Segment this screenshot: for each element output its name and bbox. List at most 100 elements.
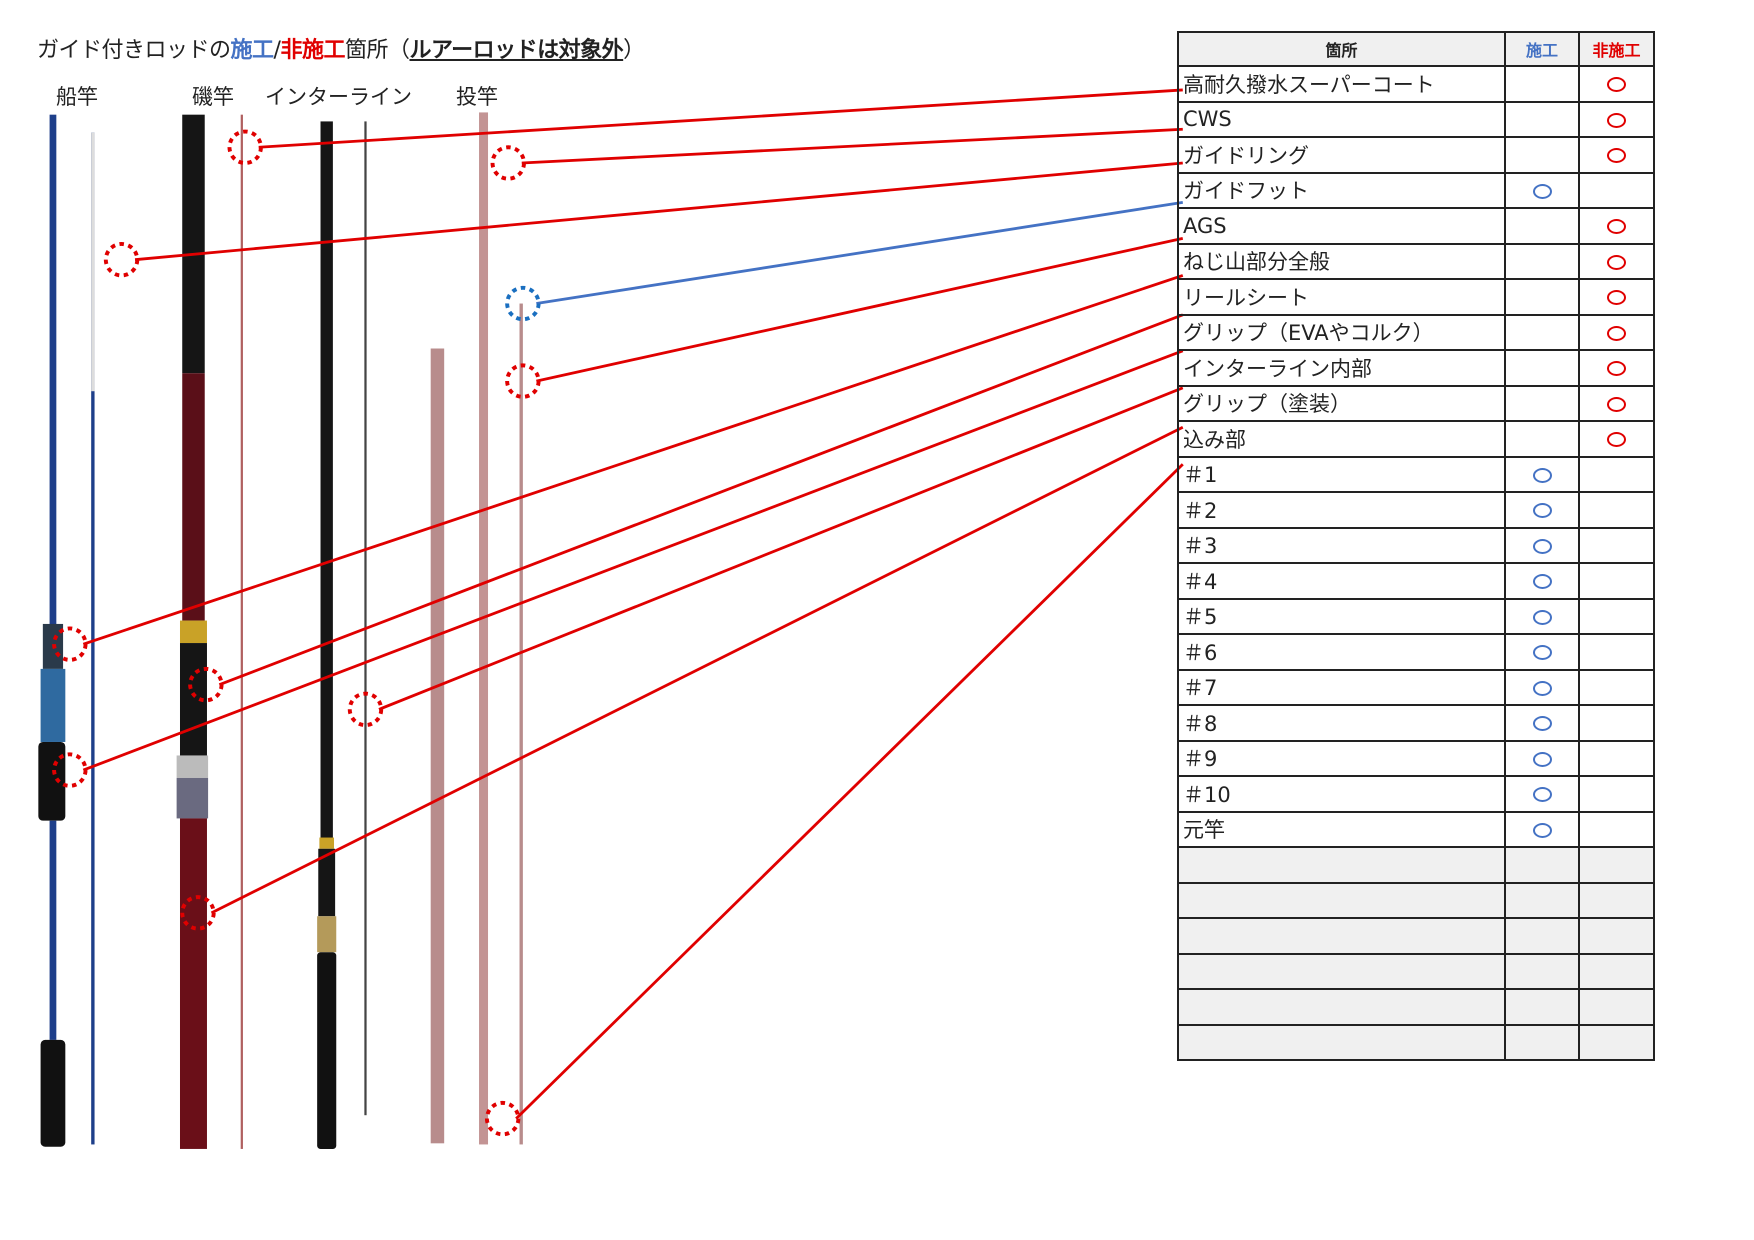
circle-mark-icon: [1607, 432, 1626, 448]
empty-cell: [1578, 846, 1655, 884]
empty-cell: [1504, 881, 1580, 919]
callout-line: [82, 274, 1184, 646]
empty-cell: [1177, 917, 1506, 955]
table-row: リールシート: [1177, 278, 1655, 316]
title-close: ）: [623, 38, 645, 63]
iso-rod: [176, 114, 243, 1149]
applied-cell: [1504, 526, 1580, 564]
title-note: ルアーロッドは対象外: [409, 38, 624, 63]
circle-mark-icon: [1607, 112, 1626, 128]
not-applied-cell: [1578, 65, 1655, 103]
table-row: ＃4: [1177, 562, 1655, 600]
callout-circle: [347, 691, 384, 728]
empty-row: [1177, 846, 1655, 884]
table-row: インターライン内部: [1177, 349, 1655, 387]
title-prefix: ガイド付きロッドの: [37, 38, 231, 63]
callout-line: [515, 463, 1184, 1120]
part-name: 込み部: [1177, 420, 1506, 458]
circle-mark-icon: [1532, 574, 1552, 590]
part-name: グリップ（塗装）: [1177, 384, 1506, 422]
not-applied-cell: [1578, 775, 1655, 813]
applied-cell: [1504, 349, 1580, 387]
part-name: ＃2: [1177, 491, 1506, 529]
callout-circle: [180, 895, 216, 931]
table-row: グリップ（EVAやコルク）: [1177, 313, 1655, 351]
applied-cell: [1504, 242, 1580, 280]
callout-line: [536, 200, 1184, 305]
table-row: CWS: [1177, 100, 1655, 138]
callout-line: [218, 313, 1184, 686]
not-applied-cell: [1578, 491, 1655, 529]
not-applied-cell: [1578, 100, 1655, 138]
not-applied-cell: [1578, 739, 1655, 777]
callout-circle: [484, 1100, 521, 1137]
applied-cell: [1504, 739, 1580, 777]
applied-cell: [1504, 633, 1580, 671]
empty-row: [1177, 952, 1655, 990]
circle-mark-icon: [1532, 467, 1552, 483]
applied-cell: [1504, 384, 1580, 422]
not-applied-cell: [1578, 136, 1655, 174]
callout-circle: [227, 129, 263, 165]
applied-cell: [1504, 668, 1580, 706]
callout-circle: [490, 145, 526, 181]
circle-mark-icon: [1532, 751, 1552, 767]
circle-mark-icon: [1607, 325, 1626, 341]
table-row: 元竿: [1177, 810, 1655, 848]
category-surf-rod: 投竿: [456, 85, 498, 109]
empty-cell: [1177, 1023, 1506, 1061]
header-applied: 施工: [1504, 31, 1580, 67]
applied-cell: [1504, 704, 1580, 742]
applied-cell: [1504, 491, 1580, 529]
empty-row: [1177, 988, 1655, 1026]
title-not-applied: 非施工: [280, 38, 345, 63]
table-header: 箇所 施工 非施工: [1177, 31, 1655, 67]
not-applied-cell: [1578, 242, 1655, 280]
circle-mark-icon: [1532, 822, 1552, 838]
circle-mark-icon: [1607, 219, 1626, 235]
callout-circle: [52, 752, 88, 788]
circle-mark-icon: [1532, 183, 1552, 199]
table-row: ガイドリング: [1177, 136, 1655, 174]
not-applied-cell: [1578, 278, 1655, 316]
circle-mark-icon: [1607, 290, 1626, 306]
boat-rod: [38, 114, 95, 1147]
empty-cell: [1177, 881, 1506, 919]
callout-circle: [188, 666, 224, 703]
empty-cell: [1578, 917, 1655, 955]
title-suffix: 箇所（: [344, 38, 410, 63]
callout-circle: [505, 285, 541, 322]
not-applied-cell: [1578, 313, 1655, 351]
part-name: ガイドフット: [1177, 171, 1506, 209]
applied-cell: [1504, 597, 1580, 635]
part-name: リールシート: [1177, 278, 1506, 316]
table-row: AGS: [1177, 207, 1655, 245]
empty-cell: [1578, 1023, 1655, 1061]
callout-lines: [52, 88, 1184, 1137]
title-applied: 施工: [230, 38, 275, 63]
applied-cell: [1504, 562, 1580, 600]
part-name: 元竿: [1177, 810, 1506, 848]
not-applied-cell: [1578, 384, 1655, 422]
empty-row: [1177, 1023, 1655, 1061]
circle-mark-icon: [1607, 396, 1626, 412]
not-applied-cell: [1578, 810, 1655, 848]
table-row: ＃3: [1177, 526, 1655, 564]
not-applied-cell: [1578, 526, 1655, 564]
empty-cell: [1504, 846, 1580, 884]
callout-line: [82, 349, 1184, 772]
part-name: AGS: [1177, 207, 1506, 245]
not-applied-cell: [1578, 597, 1655, 635]
page-title: ガイド付きロッドの施工/非施工箇所（ルアーロッドは対象外）: [37, 32, 645, 64]
part-name: ＃5: [1177, 597, 1506, 635]
circle-mark-icon: [1607, 77, 1626, 93]
applied-cell: [1504, 278, 1580, 316]
table-row: グリップ（塗装）: [1177, 384, 1655, 422]
empty-cell: [1578, 881, 1655, 919]
table-row: ガイドフット: [1177, 171, 1655, 209]
applied-cell: [1504, 100, 1580, 138]
circle-mark-icon: [1532, 645, 1552, 661]
circle-mark-icon: [1532, 716, 1552, 732]
